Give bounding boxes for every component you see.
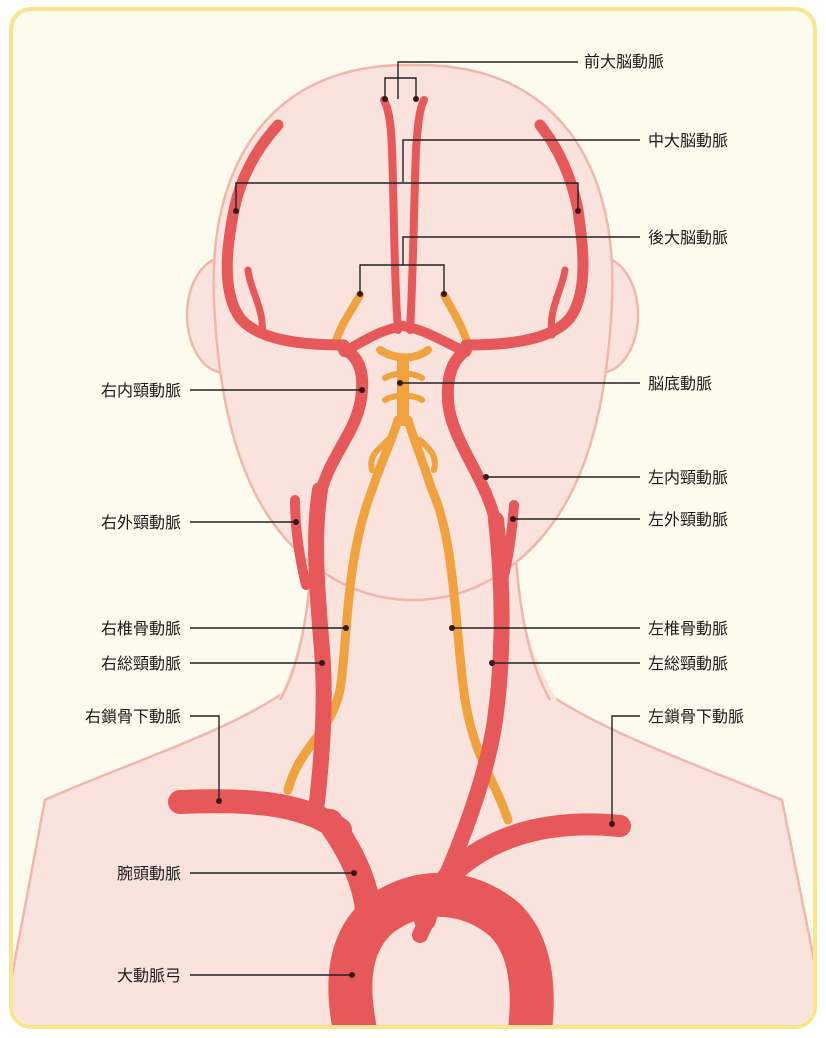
- label-right-external-carotid: 右外頸動脈: [101, 514, 181, 532]
- label-left-subclavian: 左鎖骨下動脈: [648, 708, 744, 726]
- label-left-common-carotid: 左総頸動脈: [648, 655, 728, 673]
- label-anterior-cerebral: 前大脳動脈: [584, 53, 664, 71]
- right-common-carotid: [316, 490, 324, 810]
- label-left-vertebral: 左椎骨動脈: [648, 620, 728, 638]
- label-right-common-carotid: 右総頸動脈: [101, 655, 181, 673]
- label-left-external-carotid: 左外頸動脈: [648, 511, 728, 529]
- label-aortic-arch: 大動脈弓: [117, 967, 181, 985]
- label-left-internal-carotid: 左内頸動脈: [648, 469, 728, 487]
- label-brachiocephalic: 腕頭動脈: [117, 865, 181, 883]
- label-right-vertebral: 右椎骨動脈: [101, 620, 181, 638]
- label-right-internal-carotid: 右内頸動脈: [101, 382, 181, 400]
- label-right-subclavian: 右鎖骨下動脈: [85, 708, 181, 726]
- label-middle-cerebral: 中大脳動脈: [648, 132, 728, 150]
- label-posterior-cerebral: 後大脳動脈: [648, 229, 728, 247]
- label-basilar: 脳底動脈: [648, 375, 712, 393]
